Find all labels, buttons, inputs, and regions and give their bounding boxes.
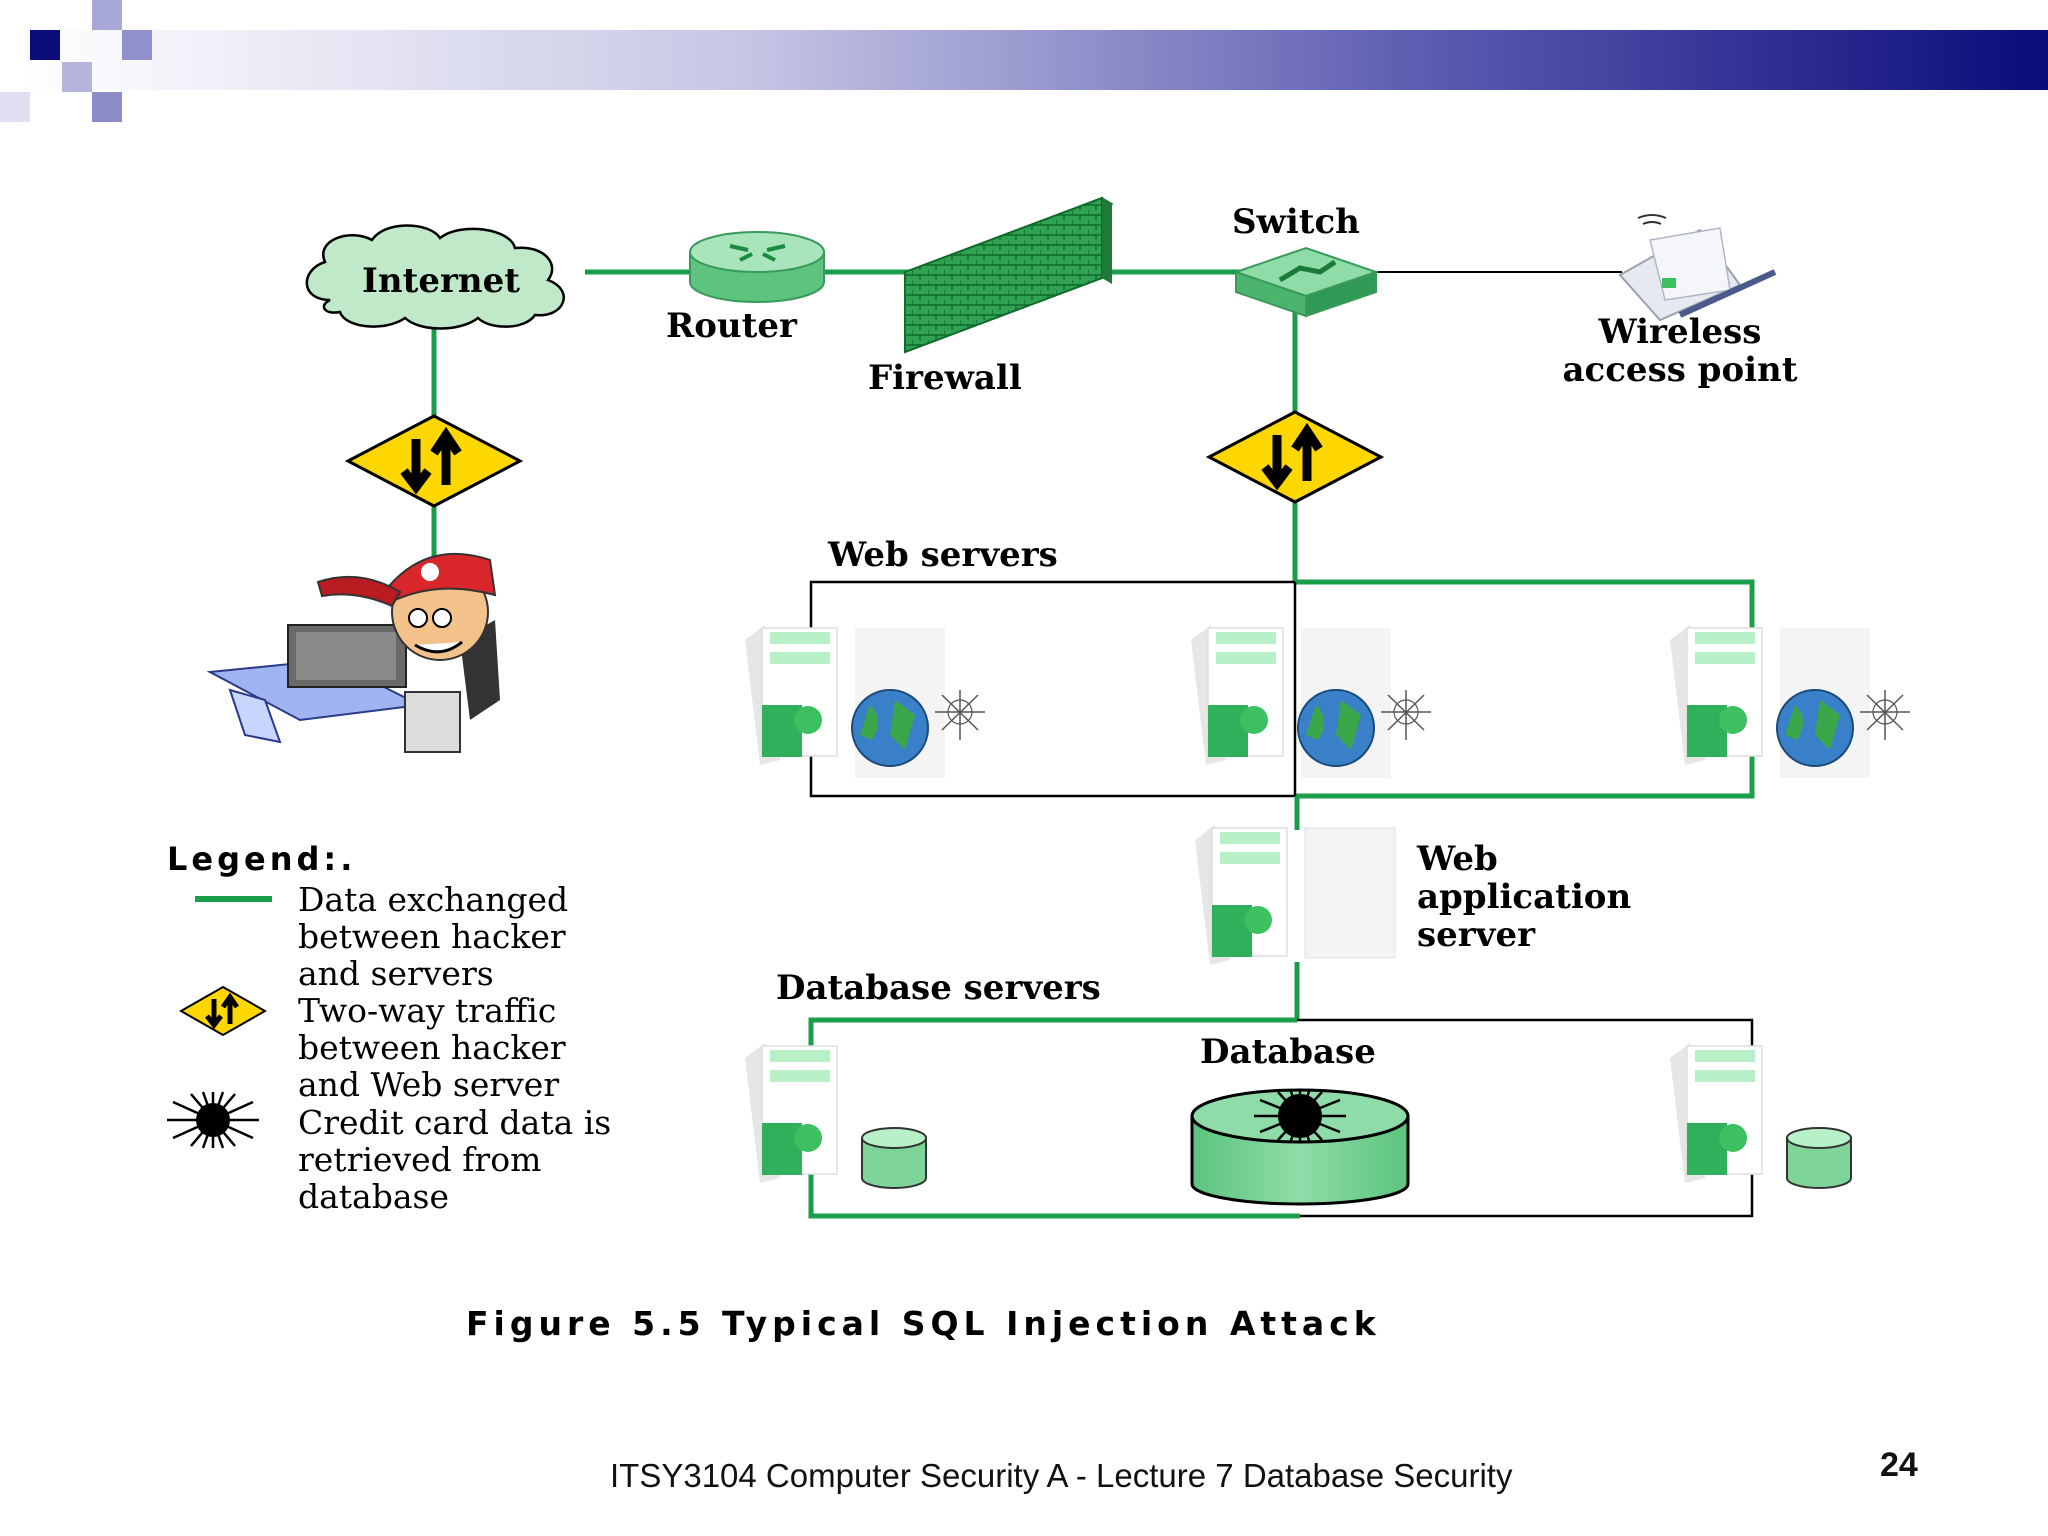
- wireless-access-point-icon: [1618, 214, 1777, 322]
- legend-item-text: and servers: [298, 954, 494, 993]
- legend-item-data-exchanged: Data exchanged between hacker and server…: [298, 881, 568, 992]
- legend-item-text: Data exchanged: [298, 880, 569, 919]
- switch-label: Switch: [1232, 202, 1360, 242]
- two-way-traffic-icon: [1205, 410, 1385, 504]
- hacker-icon: [206, 552, 500, 753]
- database-server-icon: [1670, 1043, 1852, 1189]
- legend-title: Legend:.: [167, 840, 357, 878]
- network-links: [431, 269, 1755, 1219]
- footer-text: ITSY3104 Computer Security A - Lecture 7…: [610, 1457, 1513, 1494]
- database-server-icon: [745, 1043, 927, 1189]
- legend-item-text: between hacker: [298, 917, 566, 956]
- web-app-label-line2: application: [1417, 877, 1632, 917]
- page-number: 24: [1880, 1446, 1918, 1484]
- legend-two-way-traffic-icon: [178, 985, 268, 1037]
- wireless-label-line2: access point: [1562, 350, 1798, 390]
- database-servers-label: Database servers: [776, 968, 1101, 1008]
- web-server-icon: [1191, 625, 1431, 778]
- firewall-label: Firewall: [868, 358, 1022, 398]
- header-banner: [0, 0, 2048, 122]
- router-icon: [689, 231, 825, 303]
- legend-item-text: between hacker: [298, 1028, 566, 1067]
- legend-item-text: and Web server: [298, 1065, 560, 1104]
- legend-item-two-way-traffic: Two-way traffic between hacker and Web s…: [298, 992, 566, 1103]
- database-label: Database: [1200, 1032, 1376, 1072]
- web-server-icon: [745, 625, 985, 778]
- firewall-icon: [903, 196, 1114, 354]
- figure-caption: Figure 5.5 Typical SQL Injection Attack: [466, 1304, 1381, 1343]
- legend-item-text: database: [298, 1177, 449, 1216]
- internet-label: Internet: [362, 261, 520, 301]
- legend-item-credit-card: Credit card data is retrieved from datab…: [298, 1104, 611, 1215]
- two-way-traffic-icon: [344, 414, 524, 508]
- internet-cloud-icon: [305, 224, 565, 330]
- wireless-label: Wireless access point: [1545, 313, 1815, 389]
- web-app-label-line1: Web: [1417, 839, 1498, 879]
- web-application-server-label: Web application server: [1417, 840, 1631, 954]
- web-application-server-icon: [1195, 825, 1396, 965]
- wireless-label-line1: Wireless: [1598, 312, 1762, 352]
- web-server-icon: [1670, 625, 1910, 778]
- web-app-label-line3: server: [1417, 915, 1535, 955]
- router-label: Router: [666, 306, 797, 346]
- web-servers-label: Web servers: [828, 535, 1058, 575]
- database-icon: [1190, 1088, 1410, 1206]
- legend-item-text: Two-way traffic: [298, 991, 557, 1030]
- starburst-icon: [1254, 1088, 1346, 1144]
- legend-item-text: retrieved from: [298, 1140, 542, 1179]
- legend-starburst-icon: [167, 1091, 259, 1149]
- switch-icon: [1232, 246, 1380, 318]
- legend-item-text: Credit card data is: [298, 1103, 612, 1142]
